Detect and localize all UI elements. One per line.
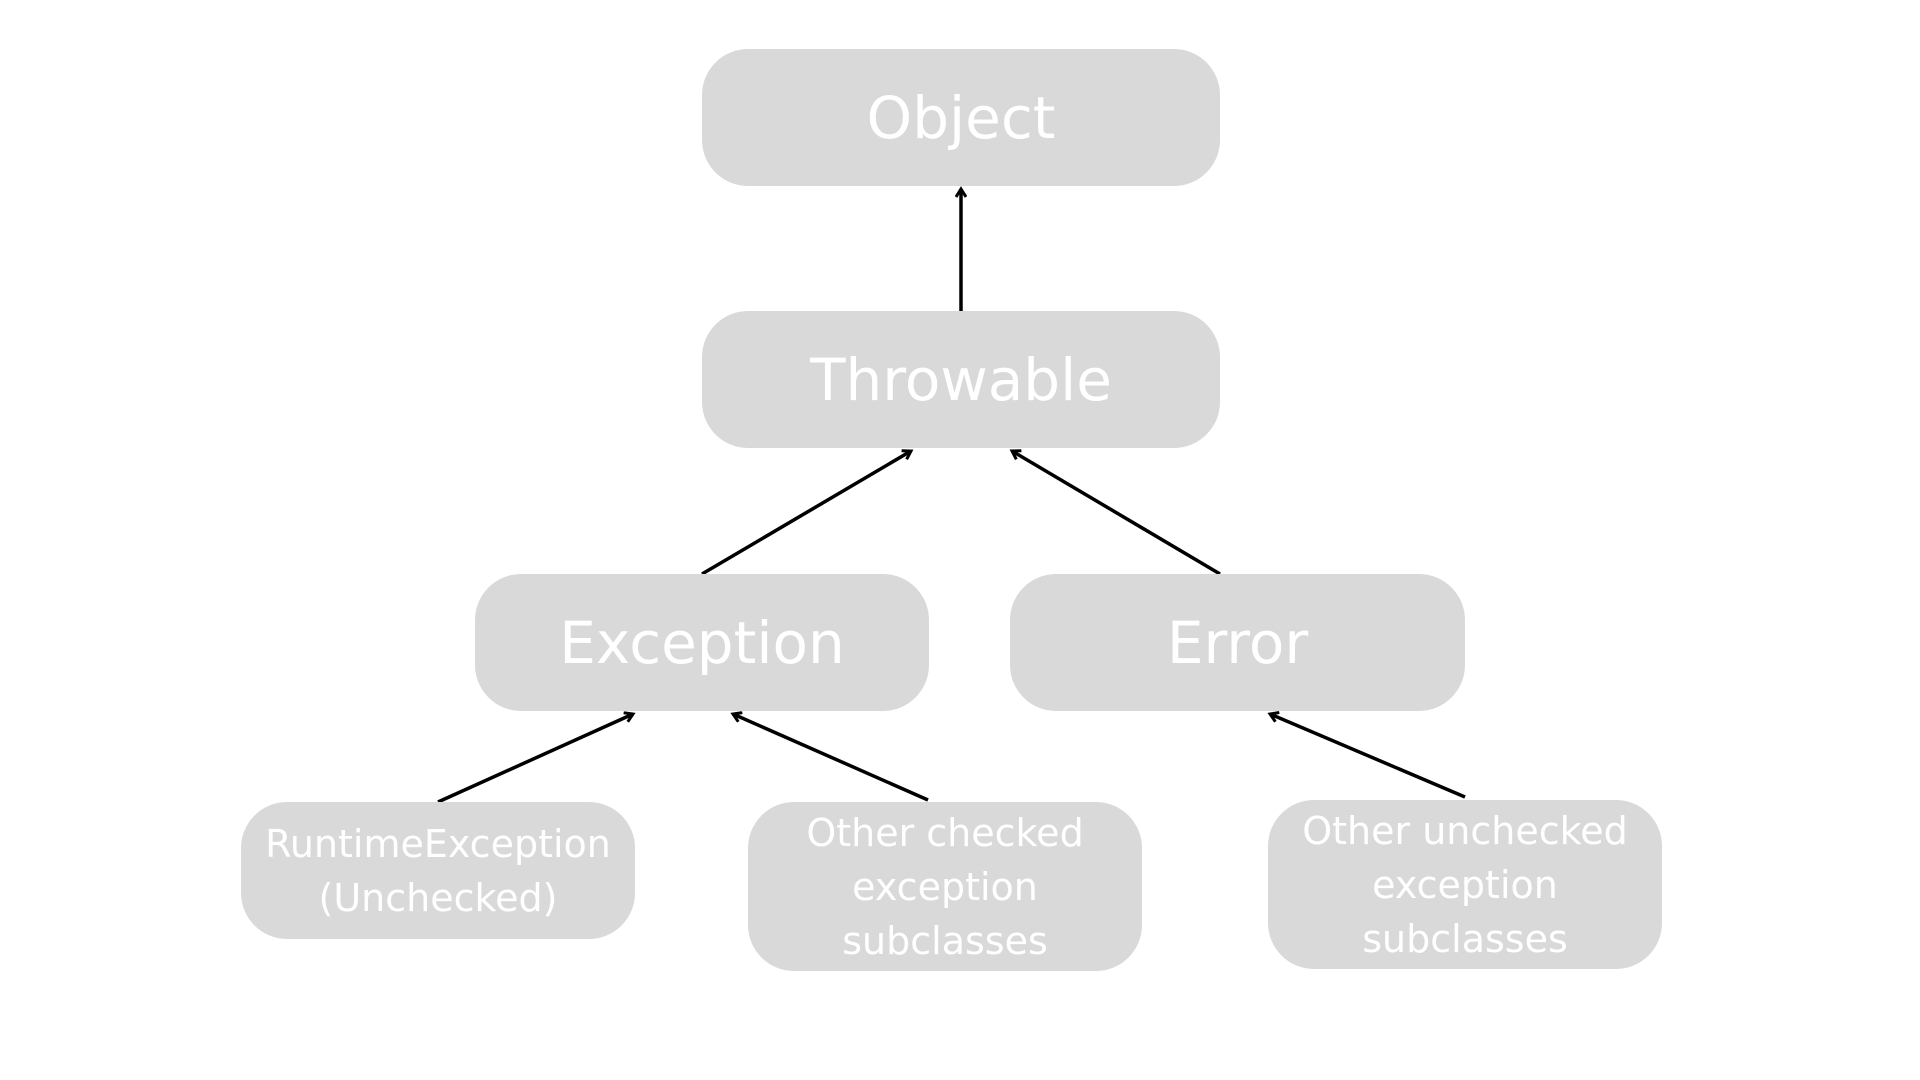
- arrow-unchecked-to-error: [1270, 714, 1466, 799]
- node-runtime-exception-label: RuntimeException (Unchecked): [265, 821, 611, 920]
- node-other-unchecked: Other unchecked exception subclasses: [1268, 800, 1662, 969]
- node-other-unchecked-label: Other unchecked exception subclasses: [1302, 808, 1628, 961]
- node-other-checked-label: Other checked exception subclasses: [806, 810, 1084, 963]
- node-throwable-label: Throwable: [810, 345, 1112, 414]
- node-other-checked: Other checked exception subclasses: [748, 802, 1142, 971]
- node-object-label: Object: [866, 83, 1056, 152]
- node-object: Object: [702, 49, 1220, 186]
- arrow-exception-to-throwable: [701, 451, 911, 576]
- node-runtime-exception: RuntimeException (Unchecked): [241, 802, 635, 939]
- arrow-error-to-throwable: [1012, 451, 1221, 576]
- node-error-label: Error: [1166, 608, 1309, 677]
- arrow-checked-to-exception: [733, 714, 929, 802]
- node-exception: Exception: [475, 574, 929, 711]
- node-exception-label: Exception: [559, 608, 845, 677]
- arrow-runtime-to-exception: [437, 714, 633, 804]
- node-error: Error: [1010, 574, 1465, 711]
- node-throwable: Throwable: [702, 311, 1220, 448]
